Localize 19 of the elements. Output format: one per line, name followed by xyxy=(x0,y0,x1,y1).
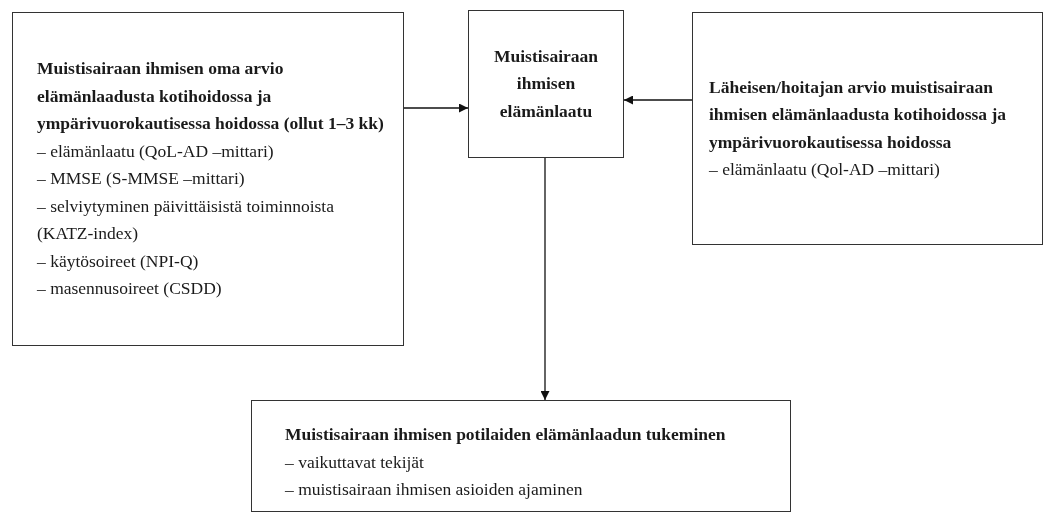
list-item: – käytösoireet (NPI-Q) xyxy=(37,249,200,273)
arrow xyxy=(403,103,469,113)
box-heading: Muistisairaan ihmisen elämänlaatu xyxy=(492,44,599,123)
box-heading: Muistisairaan ihmisen oma arvio elämänlaadusta kotihoidossa ja ympärivuorokautisessa hoidossa (ollut 1–3 kk) xyxy=(37,57,385,136)
text-box xyxy=(251,400,791,512)
box-heading: Muistisairaan ihmisen potilaiden elämänlaadun tukeminen xyxy=(285,423,727,446)
text-box xyxy=(692,12,1043,245)
list-item: – muistisairaan ihmisen asioiden ajaminen xyxy=(285,478,584,501)
list-item: – masennusoireet (CSDD) xyxy=(37,277,223,301)
arrow xyxy=(623,95,693,105)
list-item: – vaikuttavat tekijät xyxy=(285,450,425,474)
arrow xyxy=(540,157,550,401)
list-item: – MMSE (S-MMSE –mittari) xyxy=(37,167,246,191)
text-box xyxy=(468,10,624,158)
list-item: – elämänlaatu (Qol-AD –mittari) xyxy=(709,158,941,181)
list-item: – elämänlaatu (QoL-AD –mittari) xyxy=(37,139,275,163)
text-box xyxy=(12,12,404,346)
list-item: – selviytyminen päivittäisistä toiminnoista (KATZ-index) xyxy=(37,194,335,246)
box-heading: Läheisen/hoitajan arvio muistisairaan ihmisen elämänlaadusta kotihoidossa ja ympärivuorokautisessa hoidossa xyxy=(709,75,1008,154)
